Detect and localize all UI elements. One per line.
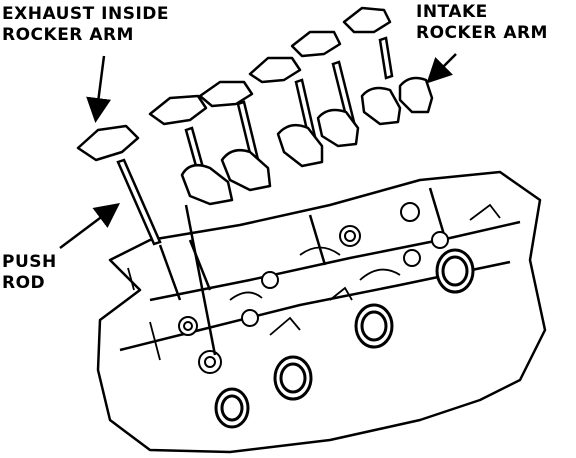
exhaust-inside-rocker-arm-label: EXHAUST INSIDE ROCKER ARM [2,4,169,46]
intake-label-line1: INTAKE [416,2,488,22]
pushrod-label-line1: PUSH [2,252,57,272]
intake-label-line2: ROCKER ARM [416,23,548,43]
push-rod-label: PUSH ROD [2,252,57,294]
pushrod-leader-arrow [59,203,120,249]
exhaust-rocker-arms [76,6,392,162]
ports [214,248,475,429]
exhaust-label-line2: ROCKER ARM [2,25,134,45]
valve-springs [178,202,449,374]
detail-strokes [127,203,501,361]
pushrod-label-line2: ROD [2,273,46,293]
intake-rocker-arms [180,76,434,206]
exhaust-label-line1: EXHAUST INSIDE [2,4,169,24]
intake-rocker-arm-label: INTAKE ROCKER ARM [416,2,548,44]
exhaust-leader-arrow [86,55,111,123]
intake-leader-arrow [426,53,457,84]
